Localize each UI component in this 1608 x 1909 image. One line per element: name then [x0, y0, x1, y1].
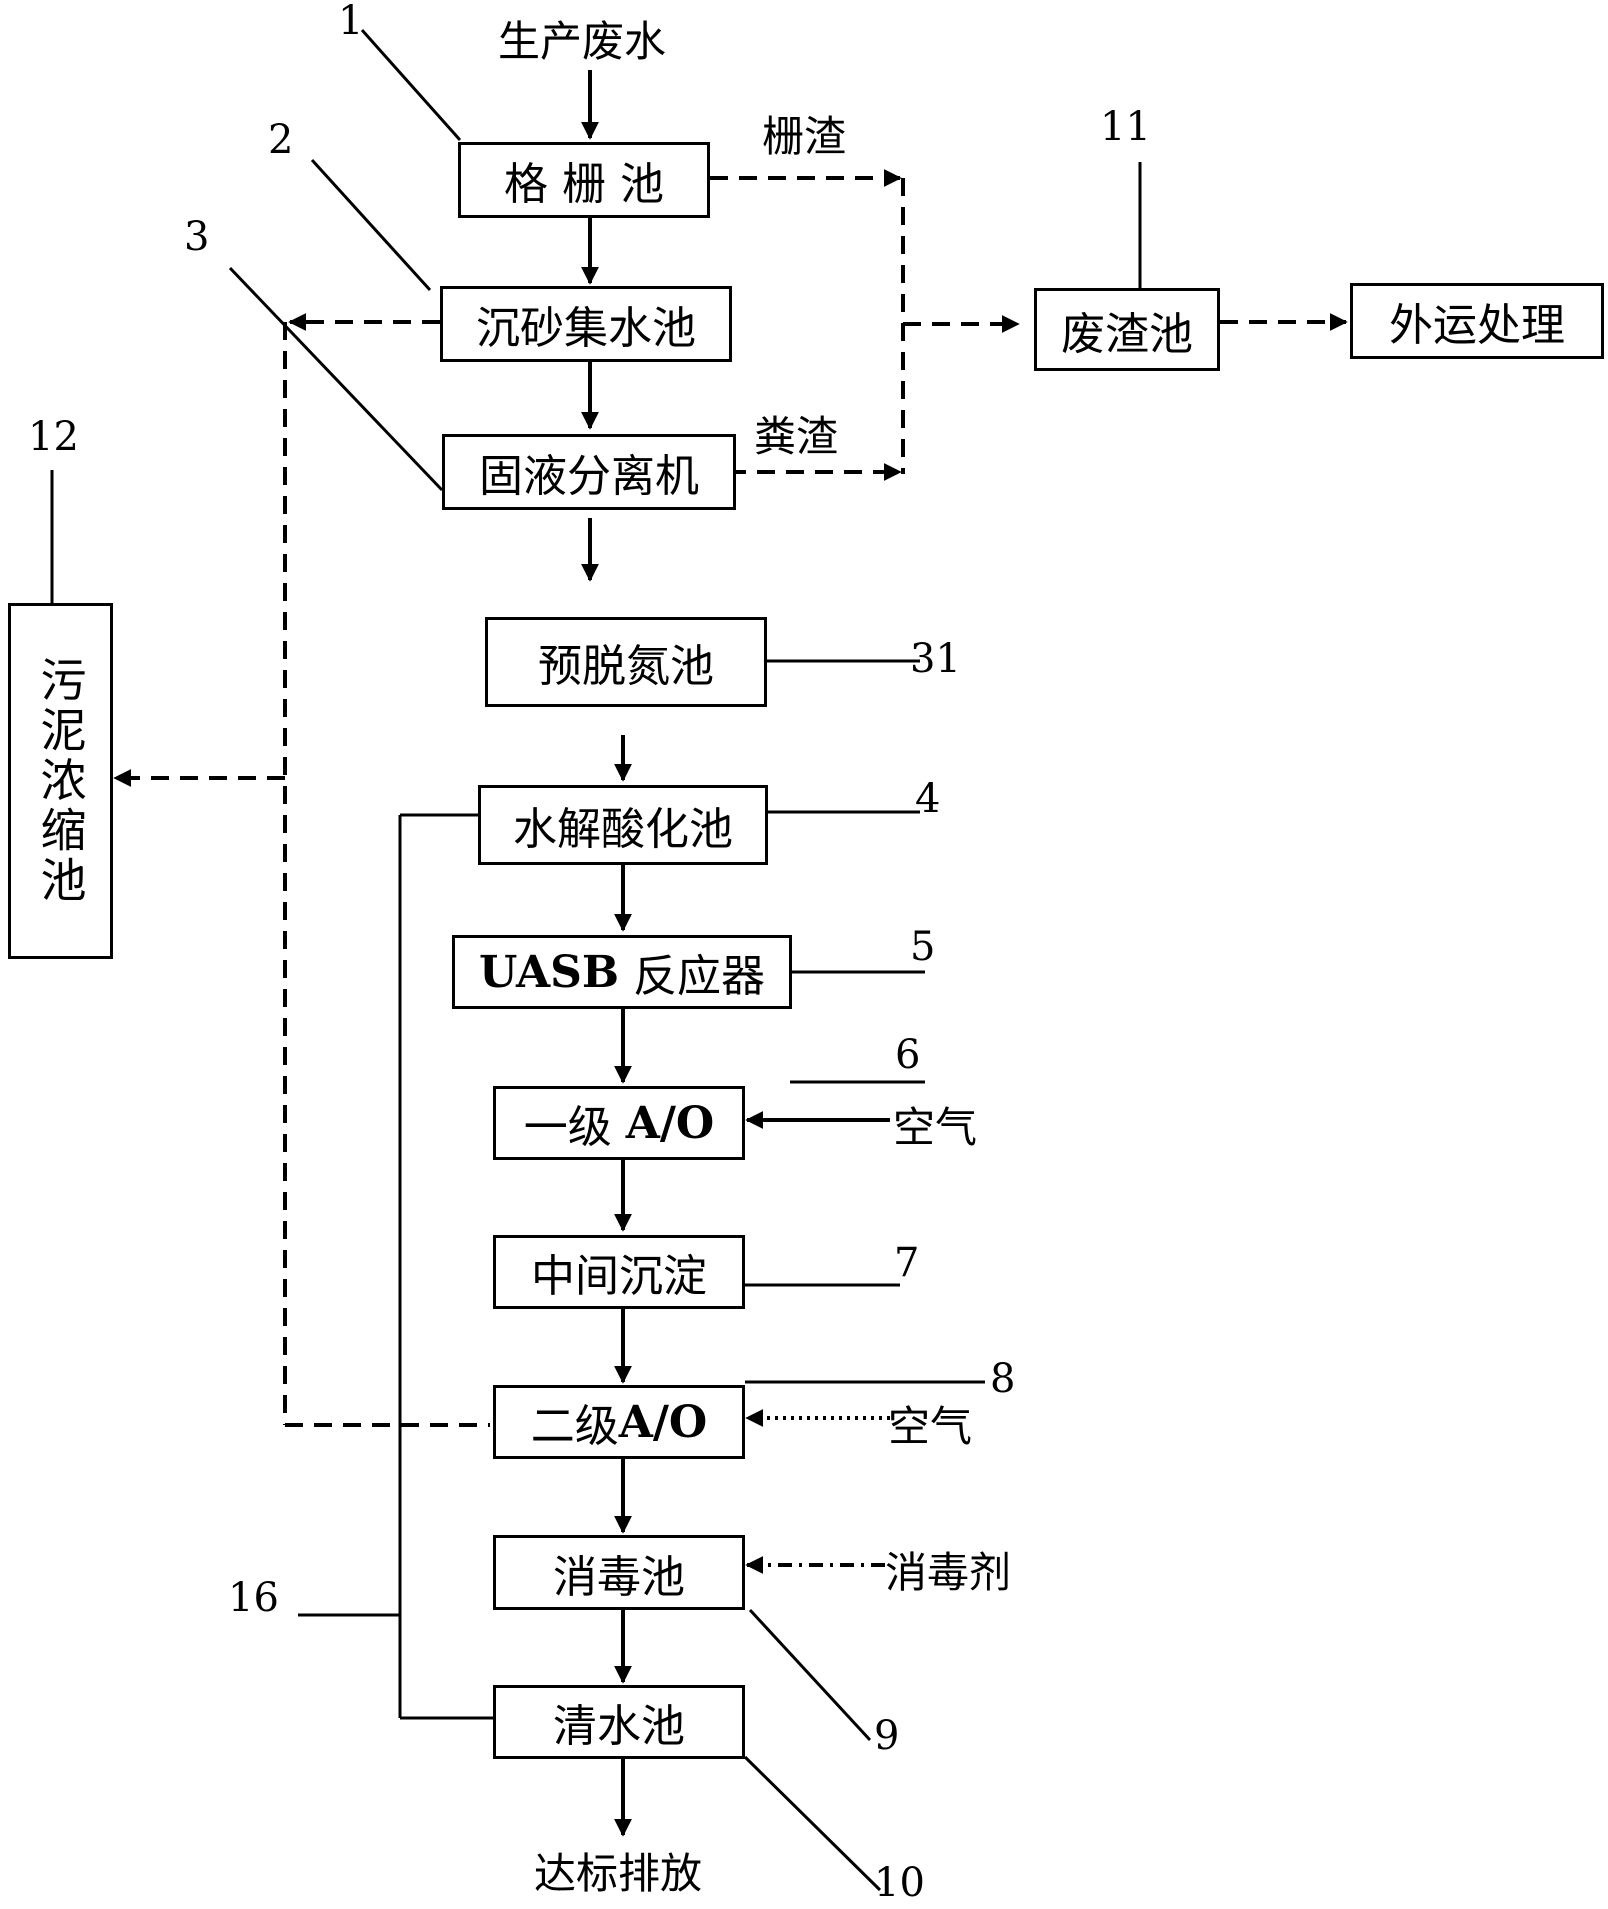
ref-number-11: 11: [1100, 104, 1151, 150]
grit-chamber-box: 沉砂集水池: [440, 286, 732, 362]
secondary-ao-label-prefix: 二级: [530, 1401, 619, 1452]
ref-number-1: 1: [338, 0, 364, 44]
air-label-1: 空气: [893, 1103, 978, 1152]
input-wastewater-label: 生产废水: [498, 17, 667, 66]
solid-liquid-separator-box: 固液分离机: [442, 434, 736, 510]
ref-number-31: 31: [910, 636, 961, 682]
air-label-2: 空气: [888, 1402, 973, 1451]
external-transport-label: 外运处理: [1389, 300, 1565, 351]
slag-pool-label: 废渣池: [1061, 308, 1193, 360]
intermediate-settling-label: 中间沉淀: [531, 1251, 707, 1302]
ref-number-3: 3: [184, 214, 210, 260]
ref-number-16: 16: [228, 1575, 279, 1621]
intermediate-settling-box: 中间沉淀: [493, 1235, 745, 1309]
ref-number-12: 12: [28, 414, 79, 460]
grille-tank-label: 格 栅 池: [504, 159, 664, 210]
primary-ao-label-prefix: 一级: [523, 1102, 612, 1153]
pre-denitrification-tank-label: 预脱氮池: [538, 641, 714, 692]
ref-number-7: 7: [894, 1240, 920, 1286]
grit-chamber-label: 沉砂集水池: [476, 303, 696, 354]
ref-number-4: 4: [915, 776, 941, 822]
ref-number-5: 5: [910, 924, 936, 970]
ref-number-2: 2: [268, 117, 294, 163]
ref-number-9: 9: [874, 1713, 900, 1759]
slag-pool-box: 废渣池: [1034, 288, 1220, 371]
ref-number-8: 8: [990, 1356, 1016, 1402]
ref-number-10: 10: [874, 1860, 925, 1906]
sludge-thickener-box: 污泥浓缩池: [8, 603, 113, 959]
pre-denitrification-tank-box: 预脱氮池: [485, 617, 767, 707]
discharge-label: 达标排放: [534, 1849, 703, 1898]
disinfection-tank-box: 消毒池: [493, 1535, 745, 1610]
primary-ao-label-suffix: A/O: [625, 1097, 715, 1149]
grille-tank-box: 格 栅 池: [458, 142, 710, 218]
external-transport-box: 外运处理: [1350, 283, 1604, 359]
clear-water-tank-label: 清水池: [553, 1701, 685, 1752]
sludge-thickener-label: 污泥浓缩池: [33, 656, 88, 906]
clear-water-tank-box: 清水池: [493, 1685, 745, 1759]
secondary-ao-label-suffix: A/O: [618, 1396, 708, 1448]
uasb-reactor-box: UASB 反应器: [452, 935, 792, 1009]
uasb-label-prefix: UASB: [478, 946, 620, 998]
solid-liquid-separator-label: 固液分离机: [479, 451, 699, 502]
disinfectant-label: 消毒剂: [885, 1548, 1012, 1597]
hydrolysis-acidification-tank-label: 水解酸化池: [513, 804, 733, 855]
hydrolysis-acidification-tank-box: 水解酸化池: [478, 785, 768, 865]
ref-number-6: 6: [895, 1032, 921, 1078]
manure-residue-label: 粪渣: [754, 412, 839, 461]
disinfection-tank-label: 消毒池: [553, 1551, 685, 1603]
primary-ao-box: 一级 A/O: [493, 1086, 745, 1160]
uasb-label-suffix: 反应器: [633, 951, 766, 1002]
screenings-label: 栅渣: [762, 112, 847, 161]
